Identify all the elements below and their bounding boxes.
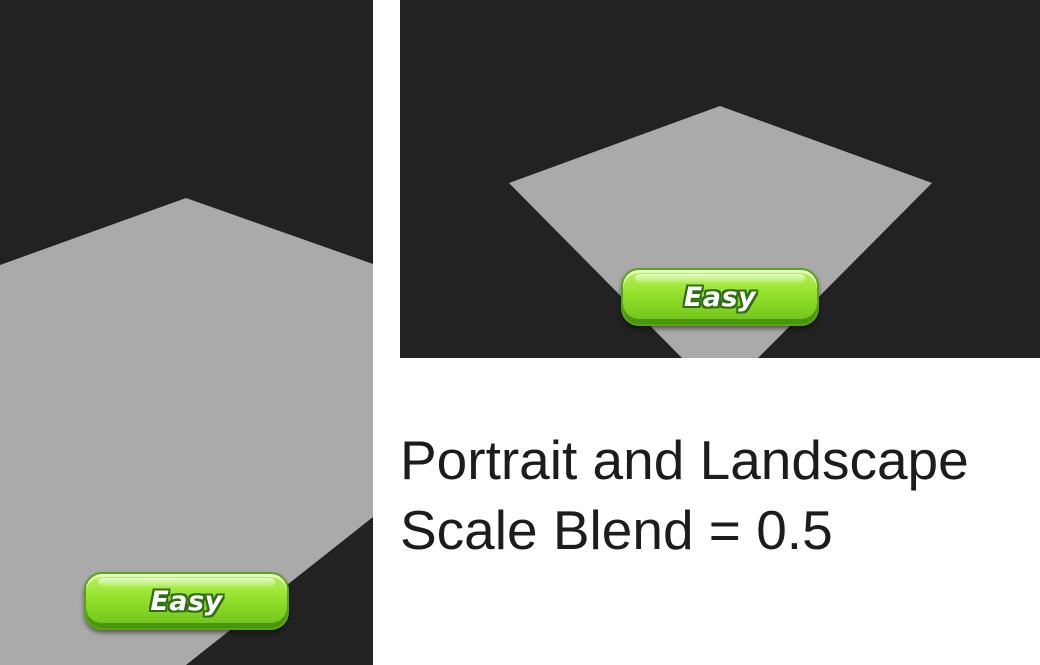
portrait-viewport: Easy [0, 0, 373, 665]
floor-plane [0, 198, 373, 665]
button-gloss [98, 578, 275, 588]
caption-line-2: Scale Blend = 0.5 [400, 499, 833, 561]
caption: Portrait and Landscape Scale Blend = 0.5 [400, 425, 969, 565]
landscape-viewport: Easy [400, 0, 1040, 358]
easy-button[interactable]: Easy [621, 268, 819, 326]
easy-button-label: Easy [150, 585, 223, 617]
caption-line-1: Portrait and Landscape [400, 429, 969, 491]
floor-plane [509, 106, 932, 358]
button-gloss [635, 274, 805, 284]
easy-button-label: Easy [683, 281, 757, 313]
easy-button[interactable]: Easy [84, 572, 289, 630]
floor-polygon [509, 106, 932, 358]
floor-polygon [0, 198, 373, 665]
